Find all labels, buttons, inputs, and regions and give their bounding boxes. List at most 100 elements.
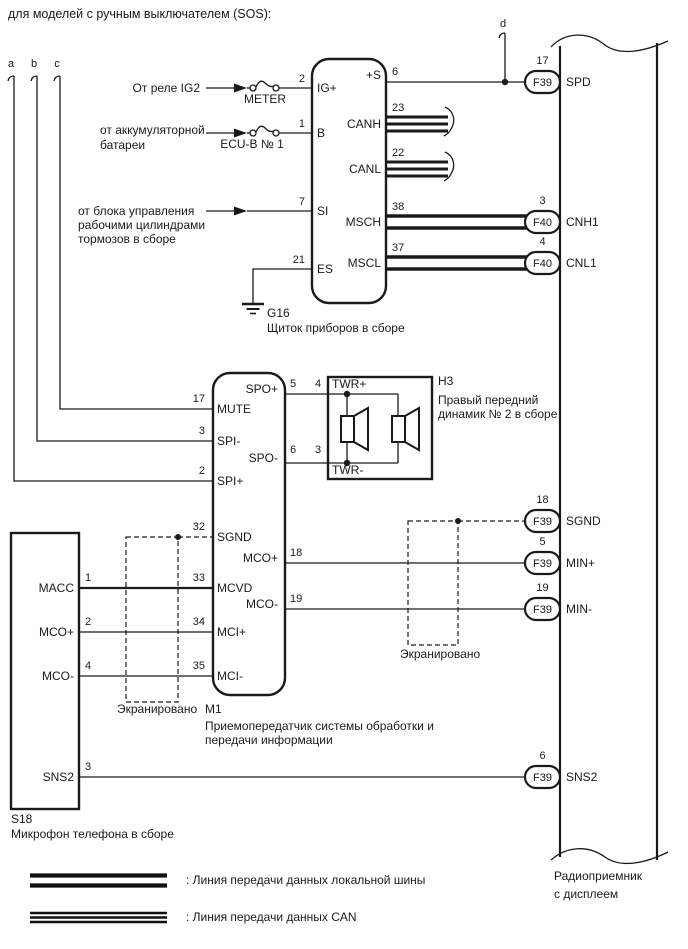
connector-code: F39 — [533, 516, 552, 528]
pin-label-spo-minus: SPO- — [249, 451, 278, 465]
pin-num-mci-plus: 34 — [193, 616, 205, 628]
connector-pill-cnl1 — [523, 250, 562, 276]
pin-num-b: 1 — [299, 118, 305, 130]
pin-label-spi-plus: SPI+ — [217, 474, 243, 488]
pin-label-si: SI — [317, 204, 328, 218]
pin-num-canl: 22 — [392, 147, 404, 159]
pin-label-b: B — [317, 126, 325, 140]
connector-code: F39 — [533, 558, 552, 570]
wire-marker-b: b — [31, 58, 37, 70]
ground-connection — [242, 268, 312, 315]
pin-label-mco-plus: MCO+ — [243, 551, 278, 565]
pin-num-mute: 17 — [193, 393, 205, 405]
arrow-icon — [234, 128, 247, 138]
local-bus-msch — [386, 214, 527, 230]
wire-continuation-hook — [30, 75, 38, 82]
component-code-m1: M1 — [205, 702, 222, 716]
shield-label: Экранировано — [117, 702, 197, 716]
connector-pill-min-minus — [523, 596, 562, 622]
connector-code: F39 — [533, 772, 552, 784]
connector-pill-spd — [523, 69, 562, 95]
pin-label-canh: CANH — [347, 117, 381, 131]
radio-pin-label-sns2: SNS2 — [566, 770, 598, 784]
pin-label-es: ES — [317, 262, 333, 276]
component-outline-g16 — [310, 57, 388, 305]
wire-mute — [59, 76, 213, 410]
wire-marker-c: c — [54, 58, 60, 70]
pin-label-mci-minus: MCI- — [217, 669, 243, 683]
speaker-cone — [353, 406, 369, 452]
pin-num-twr-minus: 3 — [315, 444, 321, 456]
connector-pin: 6 — [539, 750, 545, 762]
junction-dot — [175, 534, 181, 540]
break-wave-top — [550, 34, 669, 53]
pin-label-twr-minus: TWR- — [332, 463, 363, 477]
fuse-element — [255, 125, 275, 133]
wire-es — [252, 268, 312, 303]
microphone-box: MACC MCO+ MCO- SNS2 1 2 4 3 S18 Микрофон… — [9, 531, 174, 841]
connector-code: F39 — [533, 604, 552, 616]
bus-end-cap — [443, 151, 455, 182]
instrument-cluster-box: IG+ B SI ES 2 1 7 21 +S CANH CANL MSCH M… — [267, 57, 405, 335]
component-desc-m1-1: Приемопередатчик системы обработки и — [205, 719, 434, 733]
page-title: для моделей с ручным выключателем (SOS): — [8, 7, 271, 21]
component-outline-m1 — [211, 371, 287, 697]
pin-num-mco-minus: 19 — [290, 593, 302, 605]
pin-label-msch: MSCH — [346, 215, 381, 229]
pin-num-canh: 23 — [392, 102, 404, 114]
fuse-ecub-label: ECU-B № 1 — [220, 137, 284, 151]
pin-label-mute: MUTE — [217, 402, 251, 416]
speaker-icon — [340, 406, 369, 452]
ground-icon — [242, 302, 264, 315]
source-battery-label-1: от аккумуляторной — [100, 123, 205, 137]
junction-dot — [501, 78, 509, 86]
pin-label-mic-mco-minus: MCO- — [42, 669, 74, 683]
local-bus-symbol — [30, 873, 167, 888]
fuse-element — [255, 80, 275, 88]
connector-pin: 4 — [539, 236, 545, 248]
pin-num-mscl: 37 — [392, 242, 404, 254]
pin-num-mcvd: 33 — [193, 572, 205, 584]
fuse-terminal — [272, 129, 280, 137]
can-bus-canl — [386, 151, 455, 182]
component-desc-m1-2: передачи информации — [205, 733, 333, 747]
wire-marker-d: d — [500, 18, 506, 30]
shield-outline — [407, 520, 459, 646]
source-brake: от блока управления рабочими цилиндрами … — [78, 204, 312, 246]
arrow-icon — [234, 206, 247, 216]
pin-num-mco-plus: 18 — [290, 547, 302, 559]
pin-num-twr-plus: 4 — [315, 378, 321, 390]
radio-pin-label-cnl1: CNL1 — [566, 256, 597, 270]
pin-label-spi-minus: SPI- — [217, 434, 240, 448]
pin-label-plus-s: +S — [366, 68, 381, 82]
pin-num-si: 7 — [299, 196, 305, 208]
radio-name-1: Радиоприемник — [554, 869, 643, 883]
junction-dot — [343, 390, 351, 398]
pin-label-mic-sns2: SNS2 — [43, 770, 75, 784]
wire-continuation-hook — [498, 32, 506, 39]
shield-label: Экранировано — [400, 647, 480, 661]
pin-label-mscl: MSCL — [348, 256, 382, 270]
wire-spi-minus — [36, 76, 213, 442]
component-outline-s18 — [9, 531, 81, 811]
bus-end-cap — [443, 106, 455, 137]
pin-num-igplus: 2 — [299, 73, 305, 85]
pin-num-sgnd: 32 — [193, 521, 205, 533]
junction-dot — [455, 518, 461, 524]
radio-connectors: F39 17 SPD F40 3 CNH1 F40 4 CNL1 F39 18 … — [523, 55, 601, 790]
pin-label-mci-plus: MCI+ — [217, 625, 246, 639]
radio-pin-label-spd: SPD — [566, 75, 591, 89]
can-bus-canh — [386, 106, 455, 137]
component-code-h3: H3 — [438, 374, 454, 388]
component-name-h3-2: динамик № 2 в сборе — [438, 407, 558, 421]
connector-pill-sgnd — [523, 508, 562, 534]
speaker-magnet — [391, 415, 406, 443]
source-ig2-label: От реле IG2 — [133, 81, 201, 95]
wire-spi-plus — [13, 76, 213, 482]
speaker-cone — [404, 406, 420, 452]
fuse-terminal — [272, 84, 280, 92]
pin-num-mic-mco-plus: 2 — [85, 616, 91, 628]
arrow-icon — [234, 83, 247, 93]
component-name-h3-1: Правый передний — [438, 393, 538, 407]
